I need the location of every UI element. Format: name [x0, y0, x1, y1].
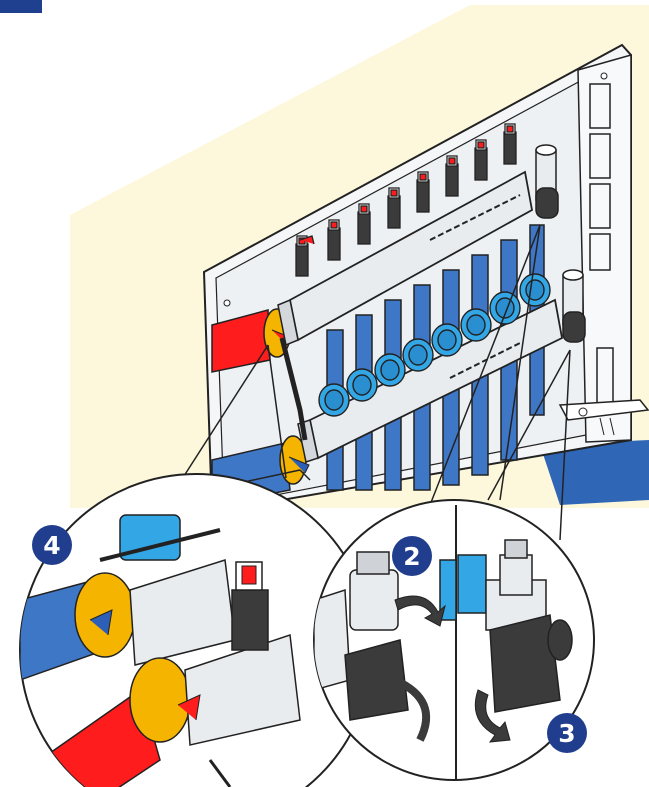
- step-badge-2: 2: [392, 536, 432, 576]
- svg-text:2: 2: [403, 542, 420, 571]
- flow-meters: [295, 123, 517, 277]
- corner-tab: [0, 0, 42, 13]
- curved-arrow-icon: [474, 689, 511, 743]
- upper-manifold: [277, 170, 534, 347]
- upper-end-valve: [535, 144, 559, 219]
- step-badge-3: 3: [547, 713, 587, 753]
- svg-text:4: 4: [43, 531, 60, 560]
- curved-arrow-icon: [394, 595, 446, 627]
- step-badge-4: 4: [32, 525, 72, 565]
- detail-circle-left: [19, 473, 373, 787]
- svg-text:3: 3: [558, 719, 575, 748]
- bypass-pipe: [279, 337, 308, 441]
- lower-end-valve: [562, 269, 586, 343]
- detail-circle-right: [313, 499, 595, 781]
- callout-lines: [174, 224, 571, 541]
- floor-shadow: [540, 440, 649, 505]
